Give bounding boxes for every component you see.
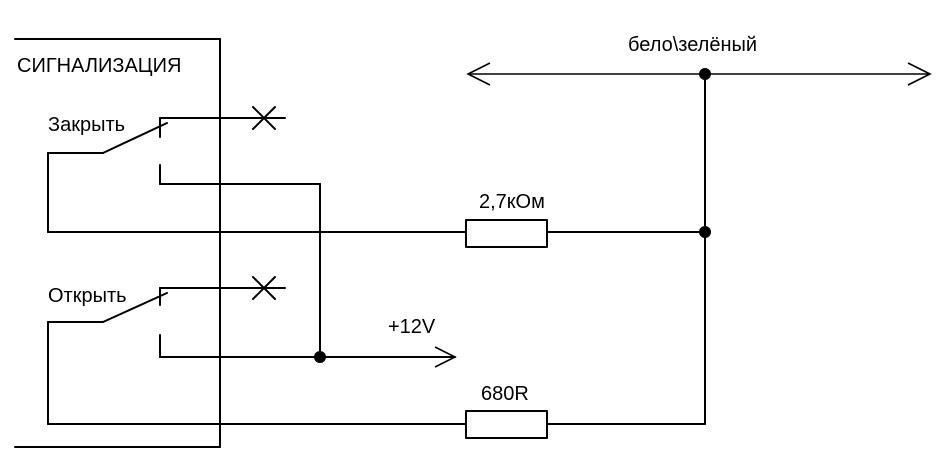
junction-dot	[699, 68, 711, 80]
no-connect-cross-icon	[252, 276, 276, 300]
junction-dot	[314, 351, 326, 363]
bus-wire-label: бело\зелёный	[628, 34, 757, 56]
open-relay-switch	[47, 287, 456, 425]
resistor-bottom-label: 680R	[481, 383, 529, 405]
arrow-right-icon	[434, 346, 457, 368]
resistor-top-label: 2,7кОм	[479, 191, 545, 213]
resistor-top-branch	[47, 219, 711, 248]
arrow-left-icon	[466, 62, 491, 86]
alarm-module-label: СИГНАЛИЗАЦИЯ	[17, 55, 181, 77]
arrow-right-icon	[907, 62, 932, 86]
supply-rail	[314, 183, 457, 368]
no-connect-cross-icon	[252, 106, 276, 130]
alarm-module-box	[14, 38, 221, 448]
supply-label: +12V	[388, 316, 436, 338]
close-switch-label: Закрыть	[48, 114, 125, 136]
resistor-bottom	[465, 410, 548, 439]
open-switch-label: Открыть	[48, 285, 127, 307]
resistor-top	[465, 219, 548, 248]
resistor-bottom-branch	[47, 73, 706, 439]
bus-wire	[466, 62, 932, 86]
